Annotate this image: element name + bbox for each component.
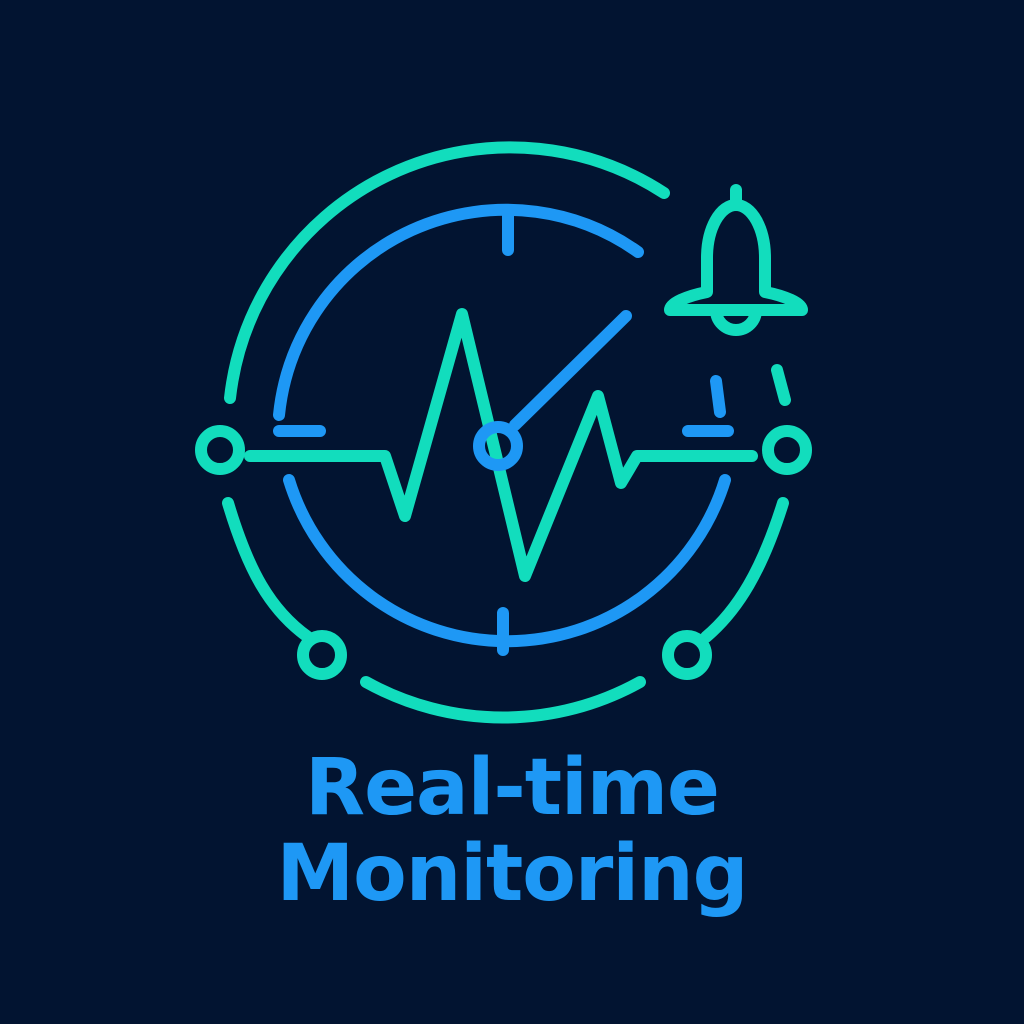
outer-ring-arc-right-lower — [700, 497, 789, 643]
caption-line-1: Real-time — [305, 743, 720, 833]
clock-hub — [473, 421, 523, 471]
connector-node-icon — [762, 425, 812, 475]
outer-ring-arc-left-lower — [222, 497, 314, 643]
outer-ring-arc-bottom — [360, 676, 646, 724]
connector-node-icon — [195, 425, 245, 475]
clock-hand — [509, 310, 632, 431]
outer-ring-tick-right — [771, 364, 791, 406]
caption: Real-time Monitoring — [0, 745, 1024, 917]
dial-arc-right — [710, 375, 726, 418]
connector-node-icon — [662, 630, 712, 680]
caption-line-2: Monitoring — [276, 829, 749, 919]
bell-clapper — [710, 304, 762, 336]
connector-node-icon — [297, 630, 347, 680]
bell-icon — [664, 184, 808, 336]
real-time-monitoring-icon — [195, 141, 812, 724]
gauge-icon — [273, 203, 734, 656]
bell-body — [664, 199, 808, 316]
outer-ring-icon — [222, 141, 791, 724]
heartbeat-line-icon — [244, 308, 758, 582]
outer-ring-arc-top — [224, 141, 670, 404]
dial-arc-top — [273, 203, 644, 421]
